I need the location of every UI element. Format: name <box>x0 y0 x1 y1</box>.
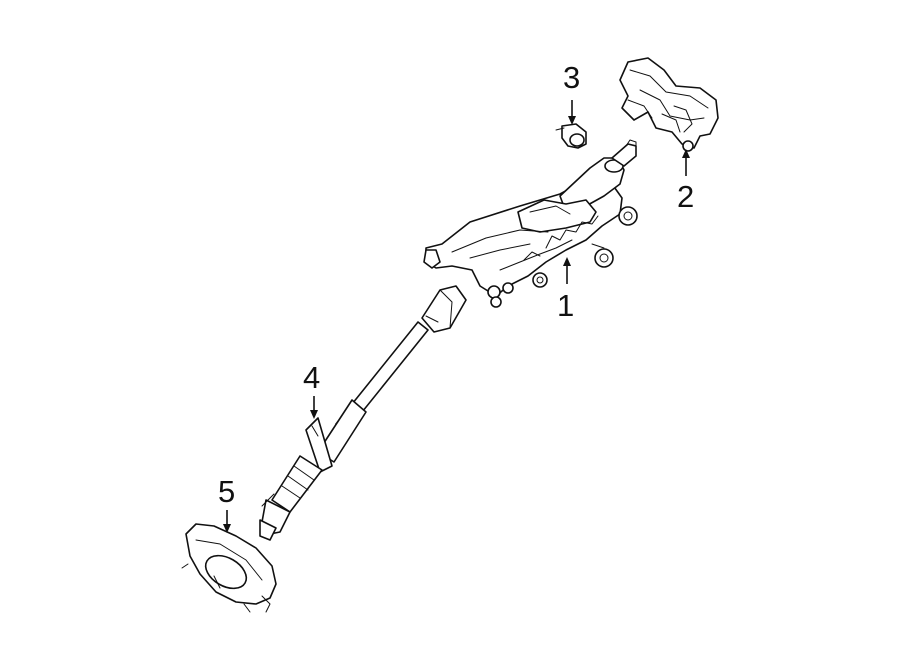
callout-3: 3 <box>563 60 580 125</box>
callout-label: 4 <box>303 360 320 395</box>
callout-label: 3 <box>563 60 580 95</box>
part-1-column-assembly <box>423 139 638 308</box>
callout-label: 5 <box>218 474 235 509</box>
callout-4: 4 <box>303 360 320 419</box>
callout-5: 5 <box>218 474 235 533</box>
callout-2: 2 <box>677 149 694 214</box>
callout-1: 1 <box>557 257 574 323</box>
part-5-boot-seal <box>181 523 277 613</box>
callout-label: 1 <box>557 288 574 323</box>
part-4-intermediate-shaft <box>259 285 467 541</box>
part-3-sleeve <box>555 123 587 149</box>
part-2-bracket <box>619 57 719 152</box>
callout-label: 2 <box>677 179 694 214</box>
